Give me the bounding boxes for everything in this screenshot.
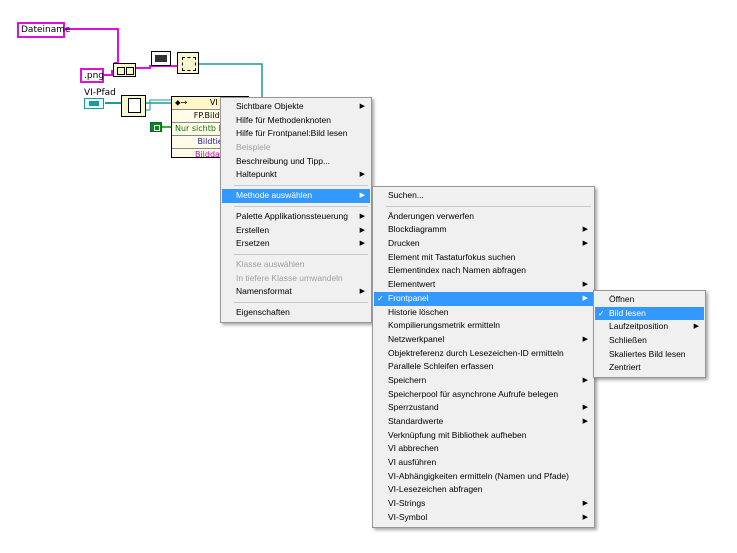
invoke-param-visible-only[interactable]: Nur sichtb B — [172, 123, 248, 136]
context-menu: Sichtbare Objekte▶ Hilfe für Methodenkno… — [220, 97, 372, 323]
menu-item-run-vi[interactable]: VI ausführen — [388, 457, 437, 468]
menu-item-parallel-loops[interactable]: Parallele Schleifen erfassen — [388, 361, 494, 372]
menu-item-name-format[interactable]: Namensformat▶ — [222, 285, 370, 299]
submenu-arrow-icon: ▶ — [582, 281, 588, 289]
submenu-arrow-icon: ▶ — [582, 513, 588, 521]
menu-item-async-call-pool[interactable]: Speicherpool für asynchrone Aufrufe bele… — [388, 388, 559, 399]
menu-item-properties[interactable]: Eigenschaften — [236, 306, 290, 317]
menu-item-search[interactable]: Suchen... — [388, 190, 424, 200]
menu-item-vi-strings[interactable]: VI-Strings▶ — [374, 497, 593, 511]
menu-separator — [234, 205, 368, 207]
check-icon: ✓ — [598, 308, 605, 318]
menu-item-select-class: Klasse auswählen — [236, 258, 305, 269]
vi-path-control[interactable] — [84, 98, 104, 109]
disk-icon — [155, 55, 167, 62]
menu-separator — [234, 301, 368, 303]
open-vi-reference-node[interactable] — [121, 95, 146, 117]
menu-item-network-panel[interactable]: Netzwerkpanel▶ — [374, 333, 593, 347]
menu-item-element-value[interactable]: Elementwert▶ — [374, 278, 593, 292]
png-string-constant[interactable]: .png — [80, 68, 104, 83]
menu-item-default-values[interactable]: Standardwerte▶ — [374, 415, 593, 429]
submenu-arrow-icon: ▶ — [359, 103, 365, 110]
submenu-arrow-icon: ▶ — [582, 500, 588, 508]
menu-item-visible-items[interactable]: Sichtbare Objekte▶ — [222, 100, 370, 114]
menu-item-discard-changes[interactable]: Änderungen verwerfen — [388, 210, 475, 221]
menu-item-replace[interactable]: Ersetzen▶ — [222, 237, 370, 251]
reference-arrow-icon: ⬥→ — [175, 98, 188, 107]
write-png-file-node[interactable] — [177, 52, 199, 74]
menu-item-front-panel[interactable]: ✓Frontpanel▶ — [374, 291, 593, 306]
build-path-node[interactable] — [113, 63, 136, 77]
submenu-arrow-icon: ▶ — [359, 212, 365, 220]
string-wire — [136, 65, 178, 69]
true-icon — [154, 125, 160, 131]
menu-item-get-scaled-image[interactable]: Skaliertes Bild lesen — [609, 348, 686, 359]
menu-item-app-control-palette[interactable]: Palette Applikationssteuerung▶ — [222, 210, 370, 224]
menu-separator — [386, 205, 591, 207]
menu-item-create[interactable]: Erstellen▶ — [222, 224, 370, 238]
ref-wire — [146, 99, 171, 111]
menu-item-select-method[interactable]: Methode auswählen▶ — [222, 189, 370, 203]
vi-reference-icon — [128, 98, 141, 113]
menu-item-object-ref-by-bookmark[interactable]: Objektreferenz durch Lesezeichen-ID ermi… — [388, 347, 564, 358]
menu-item-element-index-by-name[interactable]: Elementindex nach Namen abfragen — [388, 265, 526, 276]
invoke-param-image-depth[interactable]: Bildtief — [172, 136, 248, 149]
menu-item-save[interactable]: Speichern▶ — [374, 374, 593, 388]
submenu-arrow-icon: ▶ — [359, 226, 365, 234]
ref-wire — [199, 63, 263, 101]
write-png-file-icon[interactable] — [151, 51, 171, 66]
submenu-arrow-icon: ▶ — [693, 323, 699, 331]
menu-item-center[interactable]: Zentriert — [609, 362, 641, 373]
menu-item-vi-bookmarks[interactable]: VI-Lesezeichen abfragen — [388, 484, 483, 495]
menu-item-disconnect-library[interactable]: Verknüpfung mit Bibliothek aufheben — [388, 429, 527, 440]
menu-item-clear-history[interactable]: Historie löschen — [388, 306, 449, 317]
submenu-arrow-icon: ▶ — [582, 226, 588, 234]
string-wire — [103, 70, 113, 76]
string-wire — [64, 28, 119, 64]
menu-item-help-frontpanel[interactable]: Hilfe für Frontpanel:Bild lesen — [236, 128, 348, 139]
build-path-icon-2 — [126, 67, 134, 75]
menu-item-lock-state[interactable]: Sperrzustand▶ — [374, 401, 593, 415]
menu-item-open[interactable]: Öffnen — [609, 294, 635, 304]
submenu-arrow-icon: ▶ — [582, 240, 588, 248]
check-icon: ✓ — [377, 293, 384, 303]
submenu-arrow-icon: ▶ — [582, 376, 588, 384]
menu-separator — [234, 185, 368, 187]
submenu-arrow-icon: ▶ — [582, 418, 588, 425]
filename-control[interactable]: Dateiname — [17, 22, 71, 38]
submenu-arrow-icon: ▶ — [582, 294, 588, 302]
invoke-node-title: VI — [209, 98, 218, 107]
picture-icon — [182, 57, 196, 71]
menu-item-breakpoint[interactable]: Haltepunkt▶ — [222, 168, 370, 182]
method-submenu: Suchen... Änderungen verwerfen Blockdiag… — [372, 186, 595, 528]
submenu-arrow-icon: ▶ — [359, 288, 365, 296]
submenu-arrow-icon: ▶ — [582, 335, 588, 343]
vi-path-label: VI-Pfad — [84, 88, 116, 98]
menu-item-examples: Beispiele — [236, 142, 271, 153]
menu-item-vi-dependencies[interactable]: VI-Abhängigkeiten ermitteln (Namen und P… — [388, 470, 569, 481]
menu-item-runtime-position[interactable]: Laufzeitposition▶ — [595, 320, 704, 334]
boolean-true-constant[interactable] — [150, 122, 162, 132]
menu-item-close[interactable]: Schließen — [609, 335, 647, 346]
menu-item-get-image[interactable]: ✓Bild lesen — [595, 306, 704, 321]
submenu-arrow-icon: ▶ — [359, 171, 365, 179]
frontpanel-submenu: Öffnen ✓Bild lesen Laufzeitposition▶ Sch… — [593, 290, 706, 379]
path-icon — [89, 101, 99, 106]
menu-item-abort-vi[interactable]: VI abbrechen — [388, 443, 439, 454]
menu-item-description-tip[interactable]: Beschreibung und Tipp... — [236, 155, 331, 166]
submenu-arrow-icon: ▶ — [582, 404, 588, 412]
menu-item-help-method-node[interactable]: Hilfe für Methodenknoten — [236, 114, 331, 125]
invoke-method-row[interactable]: FP.Bild le — [172, 110, 248, 123]
menu-item-vi-icon[interactable]: VI-Symbol▶ — [374, 511, 593, 525]
submenu-arrow-icon: ▶ — [359, 192, 365, 200]
invoke-param-image-data[interactable]: Bilddate — [194, 150, 229, 159]
submenu-arrow-icon: ▶ — [359, 240, 365, 248]
menu-separator — [234, 253, 368, 255]
build-path-icon — [117, 67, 125, 75]
menu-item-print[interactable]: Drucken▶ — [374, 237, 593, 251]
menu-item-find-key-focus[interactable]: Element mit Tastaturfokus suchen — [388, 251, 516, 262]
menu-item-block-diagram[interactable]: Blockdiagramm▶ — [374, 223, 593, 237]
menu-item-compile-metrics[interactable]: Kompilierungsmetrik ermitteln — [388, 320, 500, 331]
menu-item-convert-to-subclass: In tiefere Klasse umwandeln — [236, 272, 343, 283]
